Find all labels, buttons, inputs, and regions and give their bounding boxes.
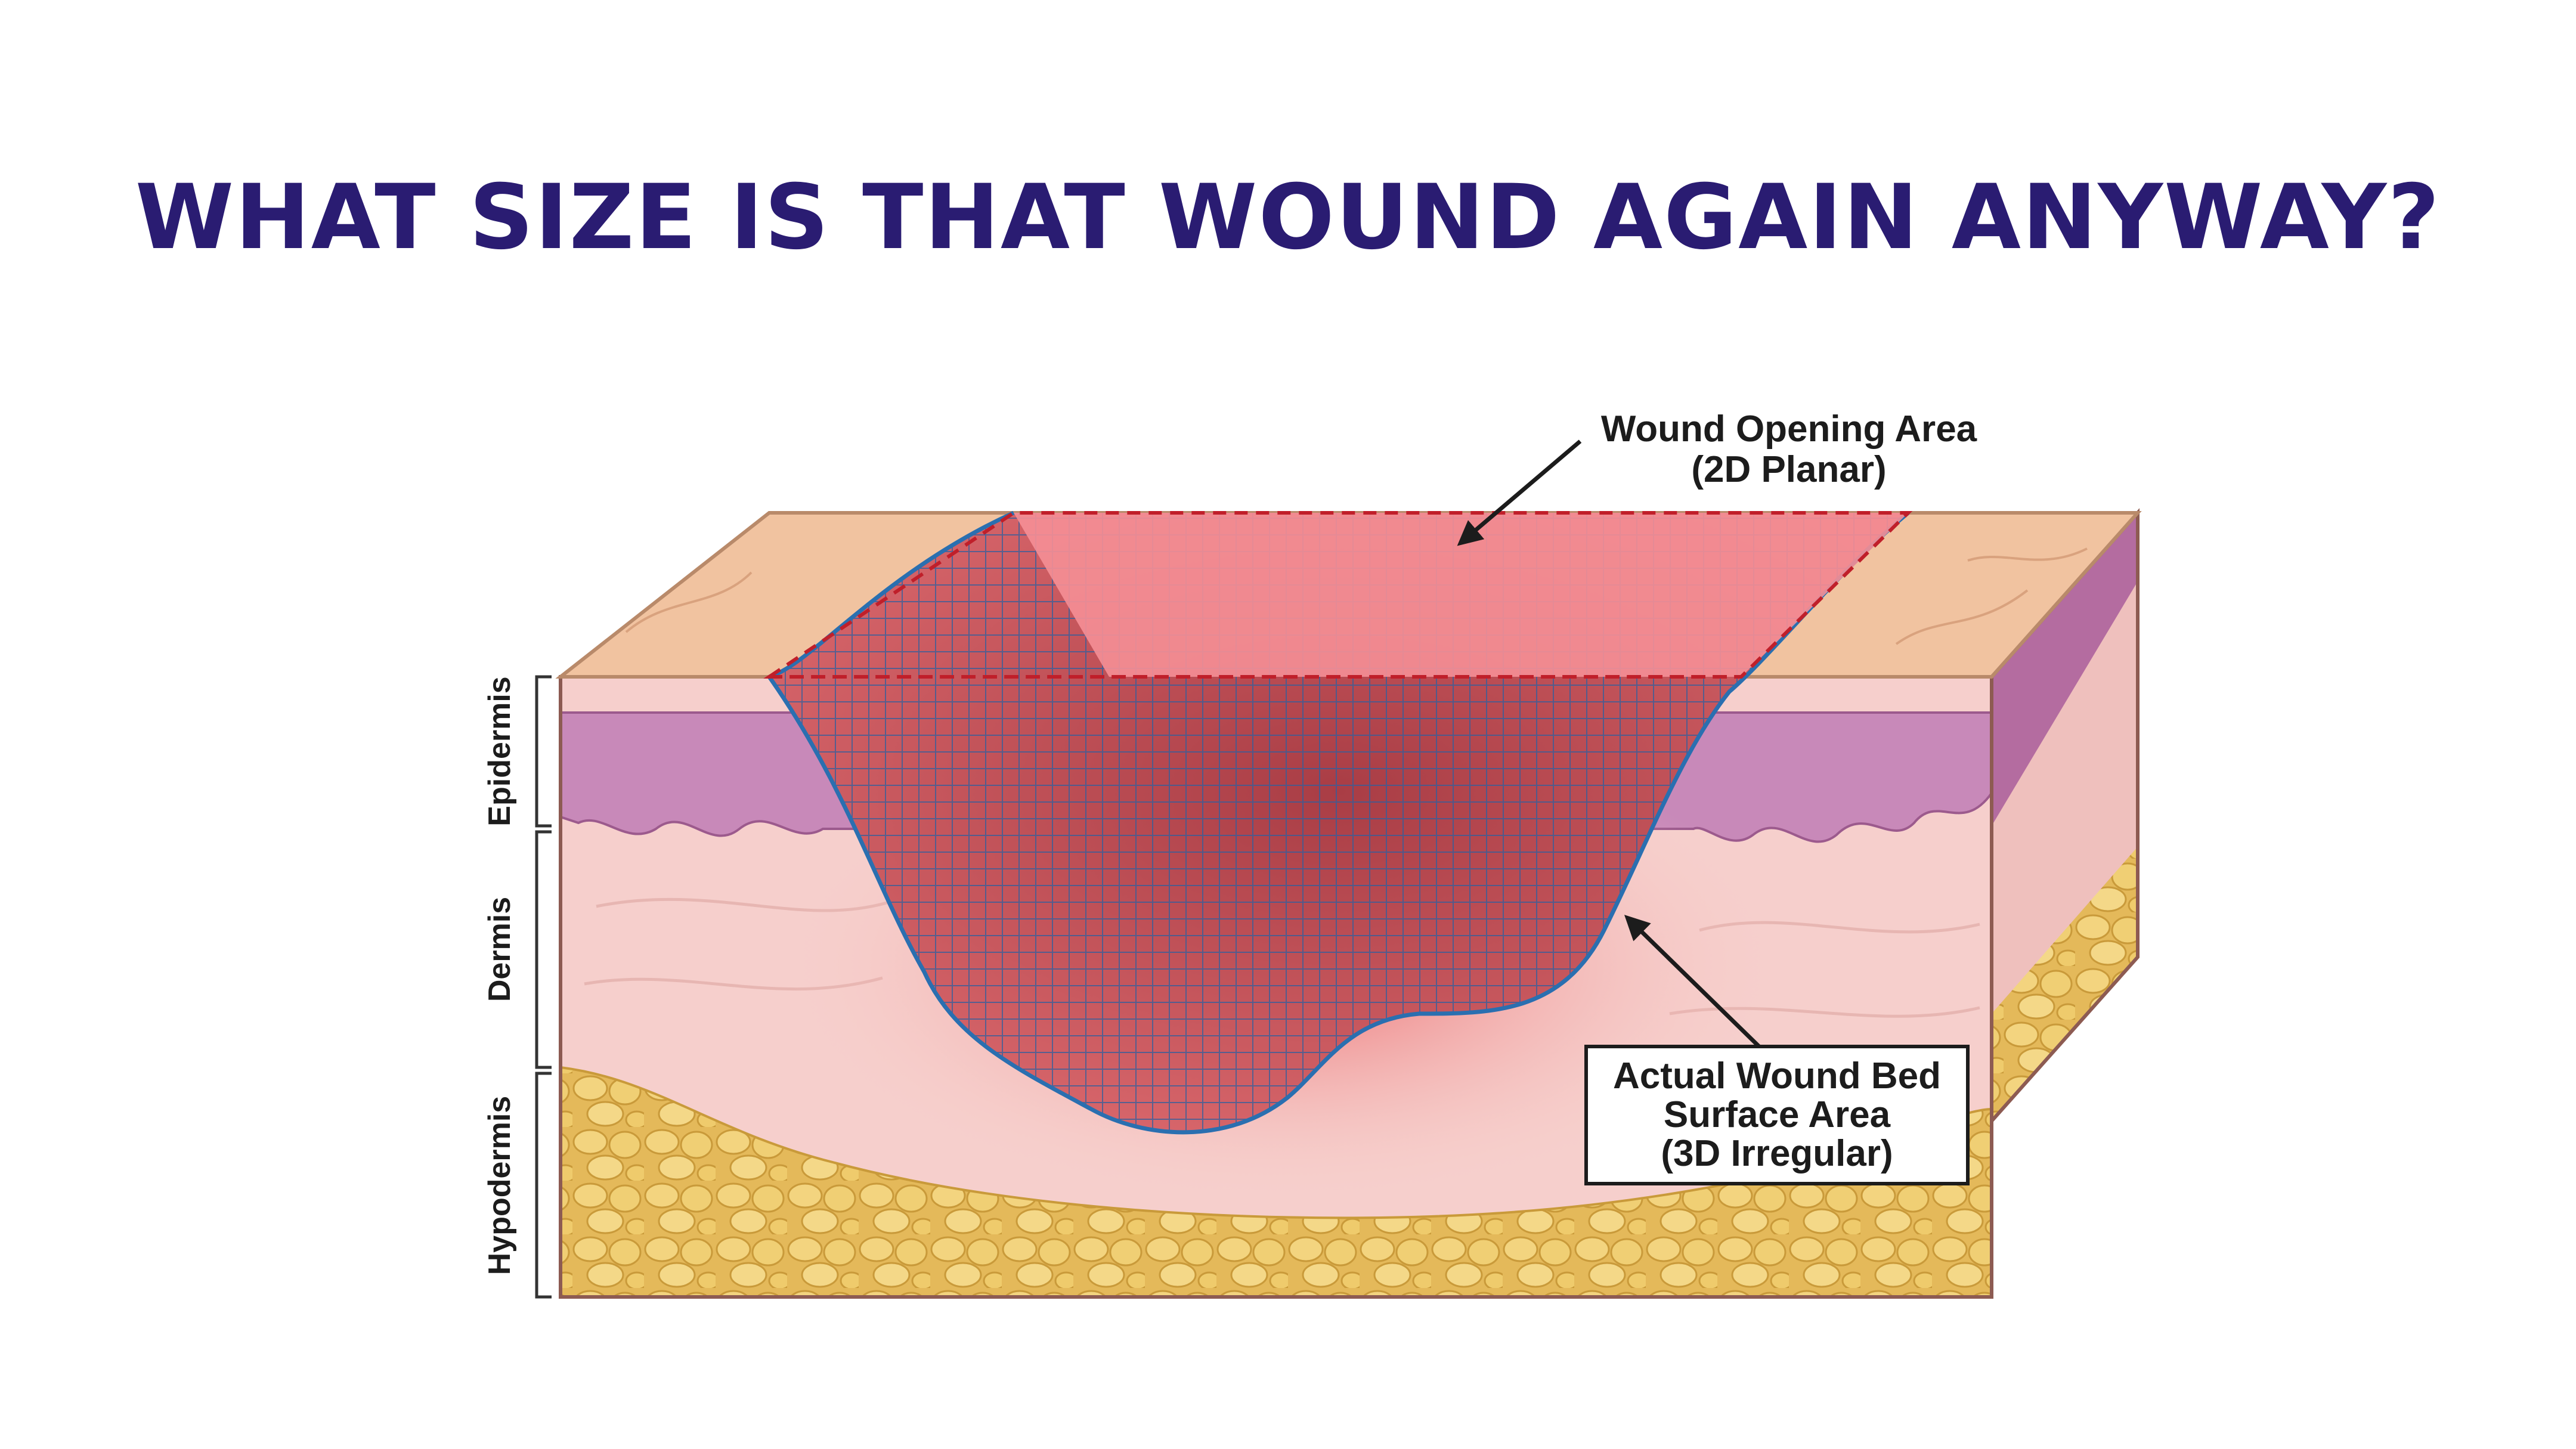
callout-bed-line2: Surface Area	[1664, 1094, 1891, 1135]
callout-opening-line2: (2D Planar)	[1691, 449, 1886, 490]
layer-brackets	[537, 677, 552, 1297]
label-dermis: Dermis	[482, 897, 517, 1002]
callout-bed-line1: Actual Wound Bed	[1613, 1055, 1941, 1097]
callout-opening-line1: Wound Opening Area	[1601, 408, 1977, 450]
label-hypodermis: Hypodermis	[482, 1096, 517, 1275]
callout-bed-line3: (3D Irregular)	[1661, 1133, 1893, 1174]
label-epidermis: Epidermis	[482, 676, 517, 826]
